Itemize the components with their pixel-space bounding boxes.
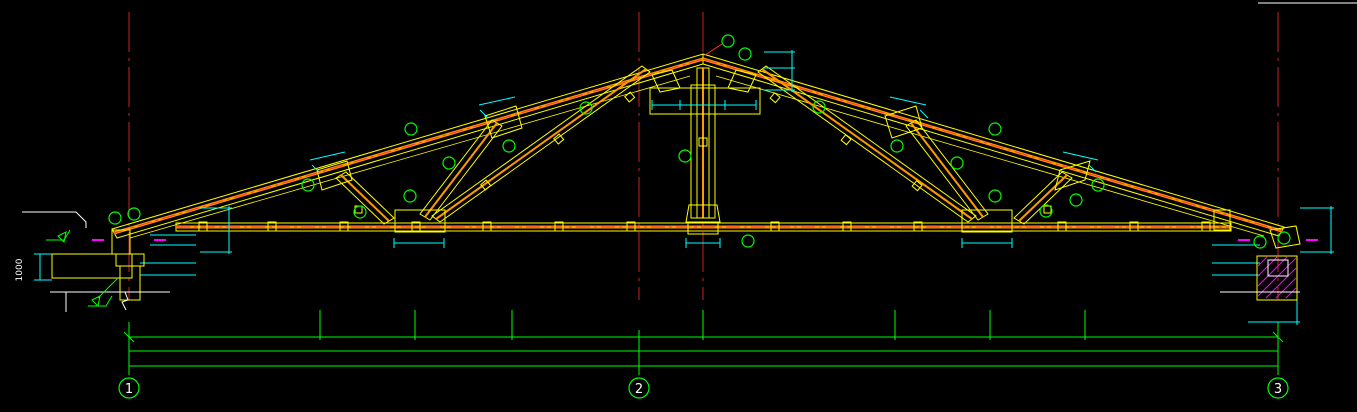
web-left-3 — [431, 65, 651, 223]
axis-bubble-1: 1 — [118, 377, 140, 399]
node-plates — [316, 69, 1231, 235]
node-markers — [108, 34, 1291, 249]
left-support: 1000 — [15, 211, 170, 312]
axis-label-2: 2 — [635, 382, 643, 397]
overall-dimension-lines — [123, 310, 1284, 375]
web-right-2 — [905, 119, 989, 221]
web-members — [335, 65, 1073, 225]
axis-label-1: 1 — [125, 382, 133, 397]
axis-bubble-2: 2 — [628, 377, 650, 399]
web-right-3 — [757, 65, 977, 223]
web-left-2 — [419, 119, 503, 221]
right-rafter — [702, 53, 1285, 237]
dimension-marks — [140, 50, 1334, 325]
bottom-chord-bolts — [198, 221, 1211, 232]
support-height-dimension: 1000 — [15, 258, 25, 281]
bottom-chord — [175, 222, 1232, 232]
right-support — [1220, 2, 1357, 301]
web-left-1 — [335, 171, 395, 225]
axis-label-3: 3 — [1274, 382, 1282, 397]
axis-bubble-3: 3 — [1267, 377, 1289, 399]
leader-lines — [704, 43, 723, 56]
left-rafter — [111, 53, 704, 239]
web-bolts — [354, 91, 1052, 214]
